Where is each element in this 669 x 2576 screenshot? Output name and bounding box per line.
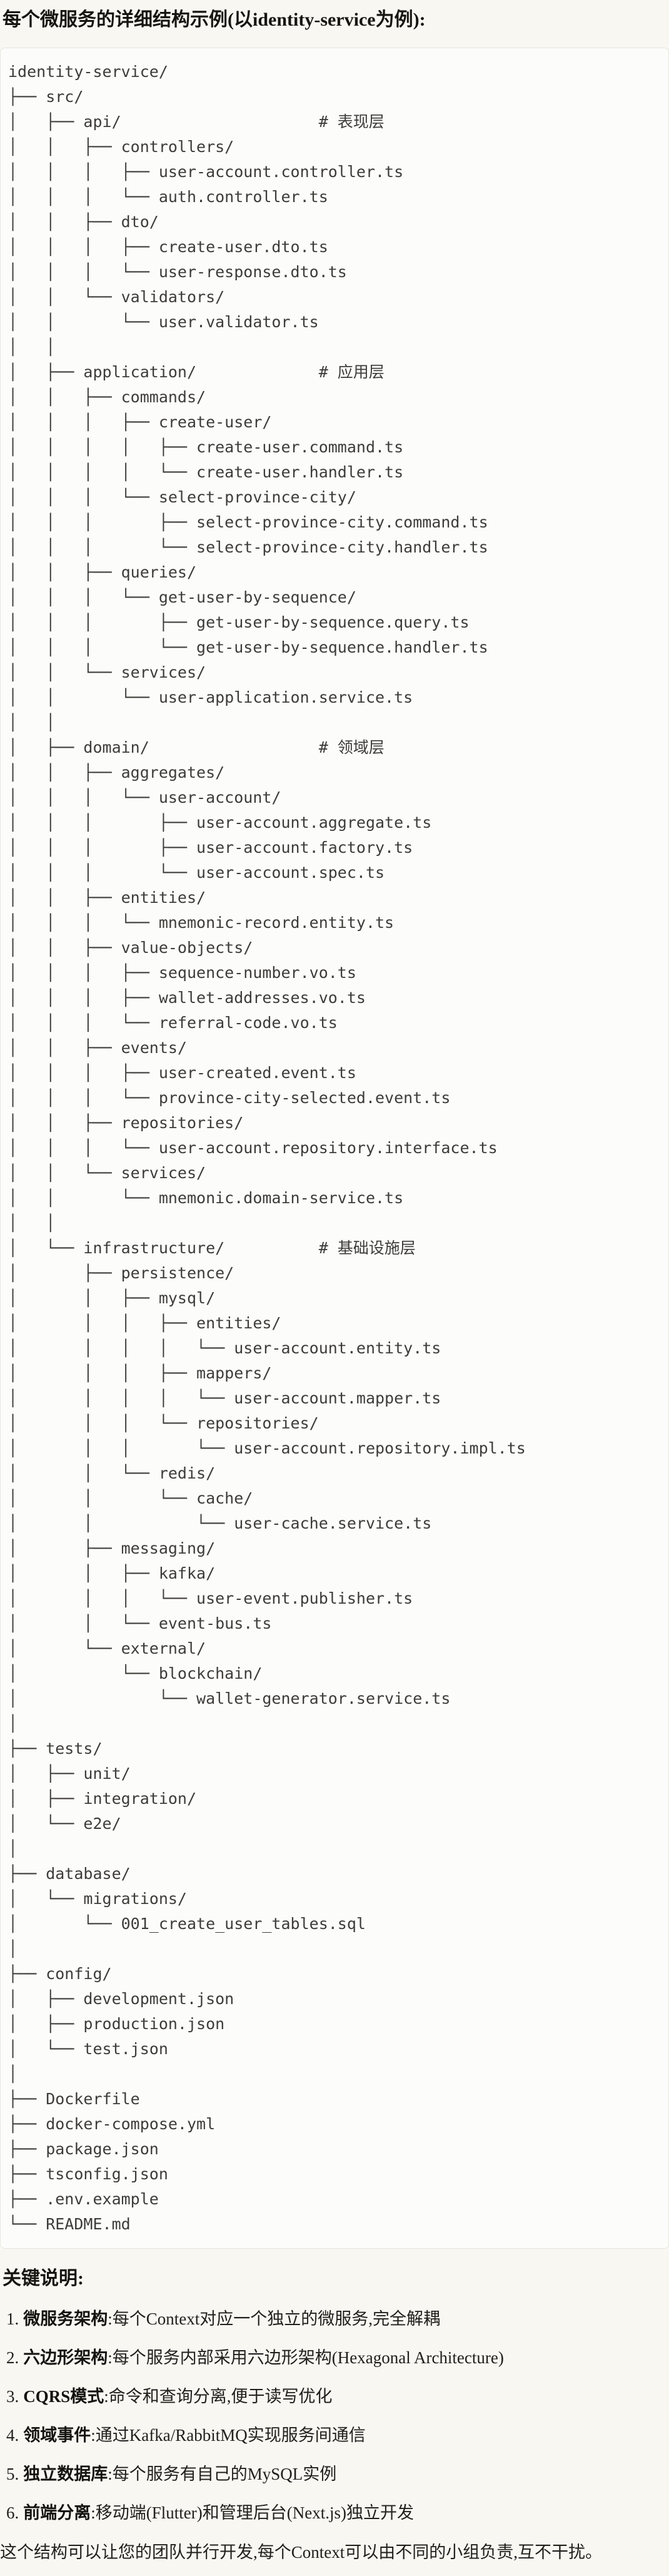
notes-list: 1.微服务架构:每个Context对应一个独立的微服务,完全解耦 2.六边形架构… xyxy=(0,2306,669,2525)
note-item: 6.前端分离:移动端(Flutter)和管理后台(Next.js)独立开发 xyxy=(6,2500,669,2525)
note-number: 1. xyxy=(6,2309,19,2328)
note-item: 1.微服务架构:每个Context对应一个独立的微服务,完全解耦 xyxy=(6,2306,669,2331)
note-number: 3. xyxy=(6,2387,19,2406)
code-block: identity-service/ ├── src/ │ ├── api/ # … xyxy=(0,48,669,2249)
notes-heading: 关键说明: xyxy=(3,2268,84,2289)
closing-paragraph: 这个结构可以让您的团队并行开发,每个Context可以由不同的小组负责,互不干扰… xyxy=(0,2543,602,2562)
note-number: 5. xyxy=(6,2465,19,2483)
note-number: 4. xyxy=(6,2426,19,2445)
note-item: 2.六边形架构:每个服务内部采用六边形架构(Hexagonal Architec… xyxy=(6,2345,669,2370)
note-term: 微服务架构 xyxy=(23,2309,108,2328)
note-term: 六边形架构 xyxy=(23,2348,108,2367)
note-term: 独立数据库 xyxy=(23,2465,108,2483)
note-text: :移动端(Flutter)和管理后台(Next.js)独立开发 xyxy=(91,2503,414,2522)
note-term: 领域事件 xyxy=(23,2426,91,2445)
directory-tree: identity-service/ ├── src/ │ ├── api/ # … xyxy=(8,63,526,2233)
note-text: :每个服务有自己的MySQL实例 xyxy=(108,2465,337,2483)
note-number: 6. xyxy=(6,2503,19,2522)
page-title: 每个微服务的详细结构示例(以identity-service为例): xyxy=(3,9,426,30)
note-term: CQRS模式 xyxy=(23,2387,104,2406)
note-text: :命令和查询分离,便于读写优化 xyxy=(104,2387,333,2406)
note-item: 3.CQRS模式:命令和查询分离,便于读写优化 xyxy=(6,2384,669,2409)
note-item: 4.领域事件:通过Kafka/RabbitMQ实现服务间通信 xyxy=(6,2423,669,2448)
note-term: 前端分离 xyxy=(23,2503,91,2522)
note-text: :每个Context对应一个独立的微服务,完全解耦 xyxy=(108,2309,440,2328)
note-item: 5.独立数据库:每个服务有自己的MySQL实例 xyxy=(6,2461,669,2487)
note-text: :每个服务内部采用六边形架构(Hexagonal Architecture) xyxy=(108,2348,504,2367)
note-number: 2. xyxy=(6,2348,19,2367)
note-text: :通过Kafka/RabbitMQ实现服务间通信 xyxy=(91,2426,366,2445)
